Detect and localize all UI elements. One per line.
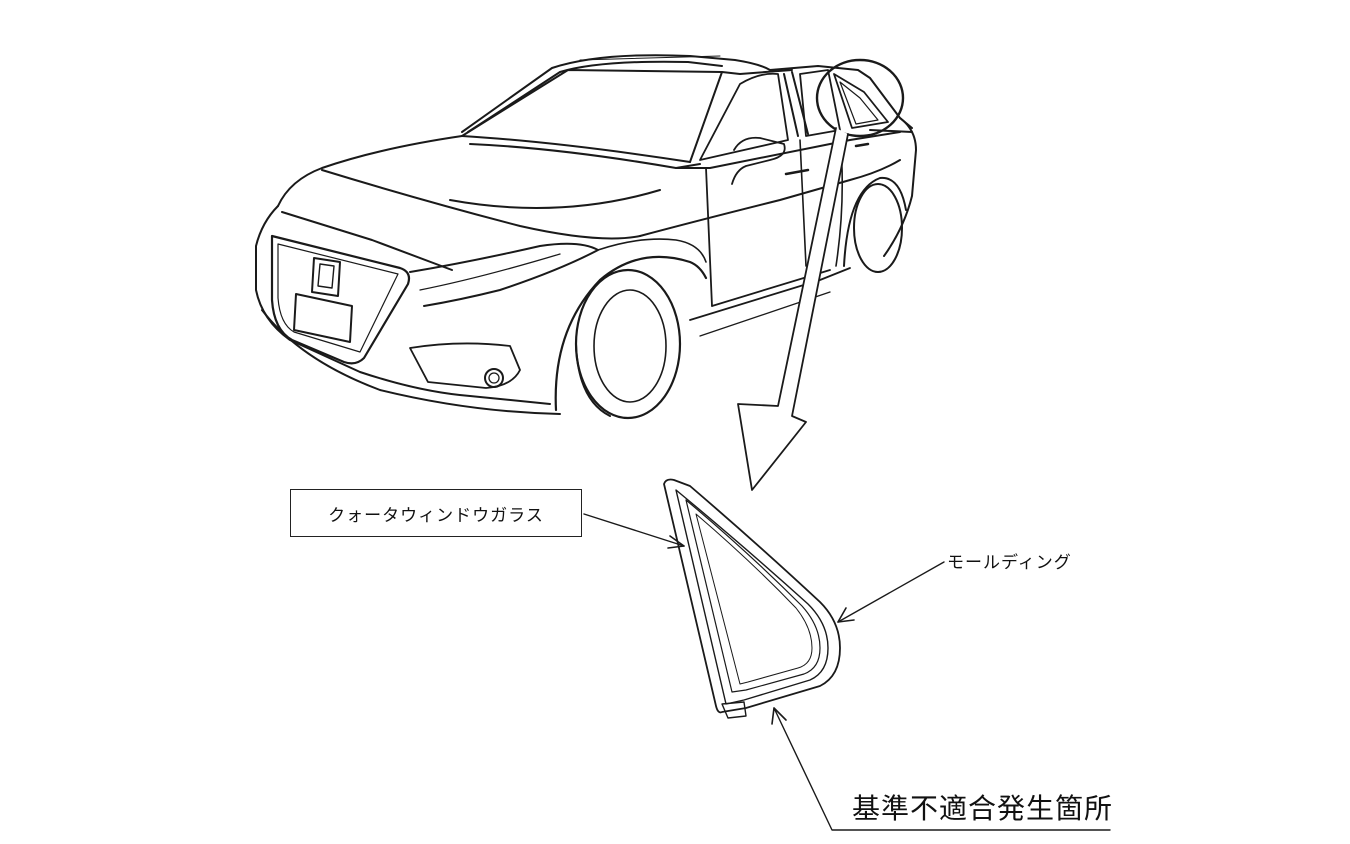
molding-leader [837, 561, 945, 623]
defect-leader [771, 707, 1111, 831]
highlight-circle [815, 58, 905, 138]
quarter-window-glass-label: クォータウィンドウガラス [290, 489, 582, 537]
defect-location-label: 基準不適合発生箇所 [852, 792, 1114, 825]
molding-label: モールディング [947, 553, 1072, 573]
pointer-arrow [737, 127, 849, 491]
car-illustration [255, 54, 917, 420]
glass-leader [583, 513, 685, 549]
quarter-window-part [663, 478, 841, 719]
